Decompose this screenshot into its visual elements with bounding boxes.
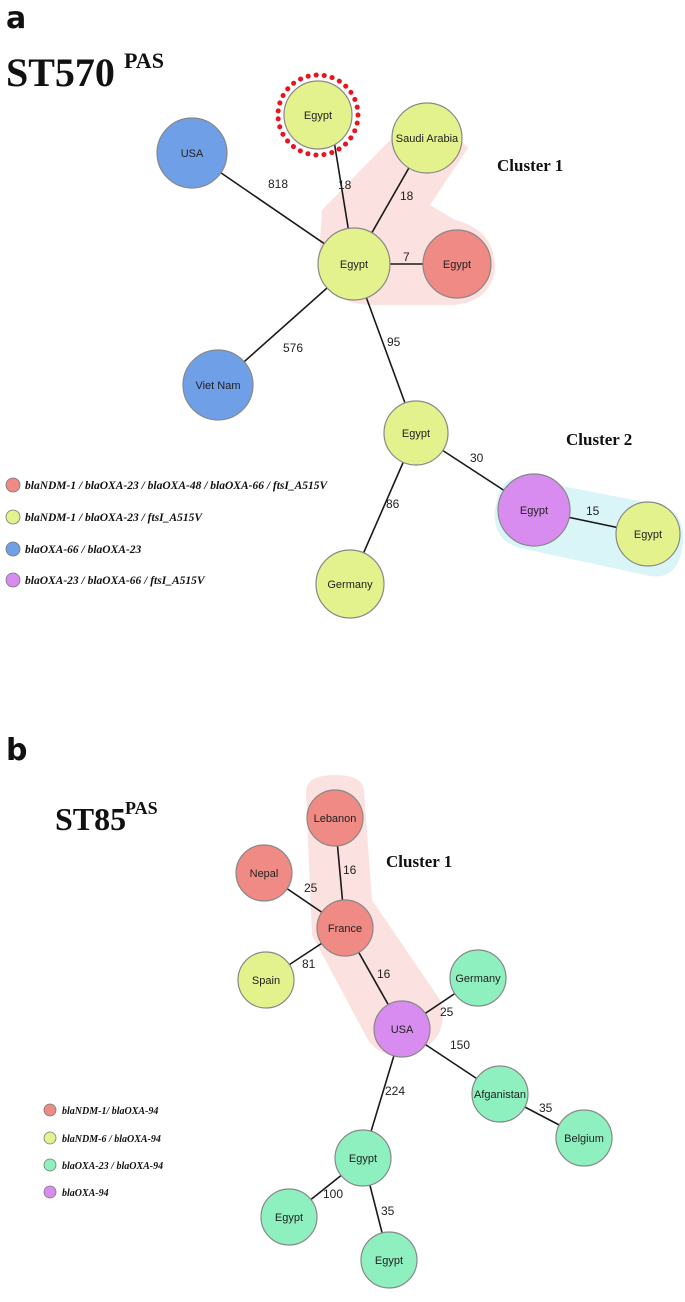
edge-label: 18 [338,178,352,192]
node-label: Egypt [304,110,332,122]
node-belgium: Belgium [555,1109,613,1167]
panel-a-title-sup: PAS [124,48,164,73]
legend-item: blaNDM-1/ blaOXA-94 [62,1106,158,1117]
edge-label: 35 [381,1204,395,1218]
edge-label: 576 [283,341,303,355]
node-label: Nepal [250,868,279,880]
node-label: Egypt [275,1212,303,1224]
panel-a-cluster-2-label: Cluster 2 [566,430,632,449]
panel-a-legend: blaNDM-1 / blaOXA-23 / blaOXA-48 / blaOX… [5,477,329,588]
node-lebanon: Lebanon [306,789,364,847]
node-nepal: Nepal [235,844,293,902]
node-label: Egypt [520,505,548,517]
node-egypt-center: Egypt [317,227,391,301]
node-egypt-b-center: Egypt [334,1129,392,1187]
edge-label: 100 [323,1187,343,1201]
node-usa: USA [156,117,228,189]
panel-b-edge-labels: 16 25 81 16 25 150 224 35 100 35 [302,863,553,1218]
node-saudi-arabia: Saudi Arabia [391,102,463,174]
node-egypt-red: Egypt [422,229,492,299]
edge-label: 25 [304,881,318,895]
edge-label: 30 [470,451,484,465]
node-label: Afganistan [474,1089,526,1101]
legend-item: blaNDM-6 / blaOXA-94 [62,1134,161,1145]
panel-a-letter: a [6,1,26,36]
panel-b-title-main: ST85 [55,801,126,837]
node-viet-nam: Viet Nam [182,349,254,421]
edge-label: 150 [450,1038,470,1052]
edge-label: 7 [403,250,410,264]
node-label: France [328,923,362,935]
node-afganistan: Afganistan [471,1065,529,1123]
legend-swatch [5,572,21,588]
panel-a-cluster-1-label: Cluster 1 [497,156,563,175]
panel-b-title-sup: PAS [125,798,158,818]
legend-item: blaOXA-23 / blaOXA-94 [62,1161,163,1172]
edge-label: 15 [586,504,600,518]
node-label: Egypt [375,1255,403,1267]
node-egypt-b-left: Egypt [260,1188,318,1246]
node-label: Viet Nam [195,380,240,392]
node-label: Belgium [564,1133,604,1145]
node-label: Egypt [402,428,430,440]
legend-swatch [43,1103,57,1117]
edge-label: 81 [302,957,316,971]
edge-label: 16 [377,967,391,981]
node-label: Egypt [634,529,662,541]
node-france: France [316,899,374,957]
panel-a-nodes: USA Egypt Saudi Arabia Egypt Egypt Viet … [156,72,681,619]
legend-swatch [43,1185,57,1199]
panel-b-cluster-1-label: Cluster 1 [386,852,452,871]
panel-a-title-main: ST570 [6,50,115,95]
edge-label: 35 [539,1101,553,1115]
node-egypt-purple: Egypt [497,473,571,547]
edge-label: 224 [385,1084,405,1098]
panel-b-letter: b [6,733,27,768]
edge-label: 95 [387,335,401,349]
node-spain: Spain [237,951,295,1009]
node-label: USA [391,1024,414,1036]
node-label: Lebanon [314,813,357,825]
node-egypt-right: Egypt [615,501,681,567]
panel-a-edge-labels: 818 18 18 7 576 95 30 15 86 [268,177,600,518]
legend-item: blaOXA-94 [62,1188,109,1199]
legend-item: blaNDM-1 / blaOXA-23 / ftsI_A515V [25,512,203,524]
edge-label: 16 [343,863,357,877]
node-usa-b: USA [373,1000,431,1058]
panel-b-title: ST85 PAS [55,798,158,837]
panel-b-nodes: Lebanon Nepal France Spain Germany USA A… [235,789,613,1289]
panel-b-legend: blaNDM-1/ blaOXA-94 blaNDM-6 / blaOXA-94… [43,1103,163,1199]
legend-swatch [5,477,21,493]
legend-item: blaNDM-1 / blaOXA-23 / blaOXA-48 / blaOX… [25,480,329,492]
node-label: Saudi Arabia [396,133,459,145]
edge-label: 25 [440,1005,454,1019]
node-germany: Germany [315,549,385,619]
node-label: Egypt [443,259,471,271]
node-label: Germany [327,579,373,591]
node-label: Egypt [349,1153,377,1165]
legend-item: blaOXA-66 / blaOXA-23 [25,544,142,556]
node-label: Germany [455,973,501,985]
node-egypt-mid: Egypt [383,400,449,466]
legend-swatch [43,1131,57,1145]
node-egypt-b-bottom: Egypt [360,1231,418,1289]
legend-swatch [43,1158,57,1172]
node-label: Spain [252,975,280,987]
edge-label: 818 [268,177,288,191]
node-label: USA [181,148,204,160]
node-germany-b: Germany [449,949,507,1007]
legend-swatch [5,509,21,525]
panel-a-title: ST570 PAS [6,48,164,95]
node-egypt-highlighted: Egypt [275,72,361,158]
edge-label: 18 [400,189,414,203]
legend-swatch [5,541,21,557]
node-label: Egypt [340,259,368,271]
edge-label: 86 [386,497,400,511]
legend-item: blaOXA-23 / blaOXA-66 / ftsI_A515V [25,575,206,587]
